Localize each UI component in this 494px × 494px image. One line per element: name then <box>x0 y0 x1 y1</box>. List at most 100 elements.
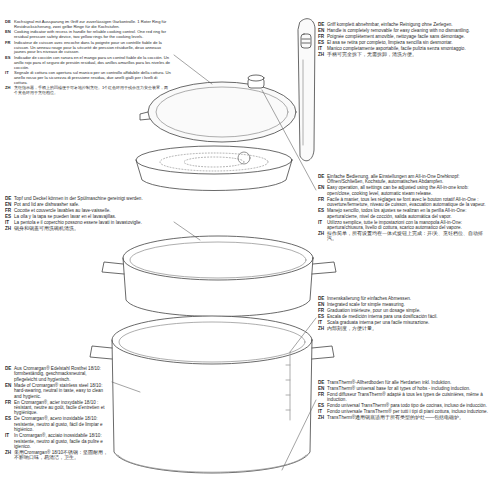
callout-block: DEGriff komplett abnehmbar, einfache Rei… <box>318 22 488 58</box>
language-row: ENCooking indicator with recess in handl… <box>5 30 171 40</box>
callout-block: DETransTherm®-Allherdboden für alle Herd… <box>318 380 488 421</box>
callout-text: Poignée complètement amovible, nettoyage… <box>327 34 488 39</box>
callout-block: DEKochsignal mit Aussparung im Griff zur… <box>5 20 171 97</box>
language-row: DETopf und Deckel können in der Spülmasc… <box>5 196 171 201</box>
language-code: EN <box>318 386 327 391</box>
language-code: IT <box>5 433 14 438</box>
callout-text: Facile à manier, tous les réglages se fo… <box>327 197 488 208</box>
leader-line <box>262 90 316 190</box>
language-row: ENIntegrated scale for simple measuring. <box>318 302 488 307</box>
language-row: FRPoignée complètement amovible, nettoya… <box>318 34 488 39</box>
language-row: ITSegnale di cottura con apertura sul ma… <box>5 71 171 86</box>
language-row: ITLa pentola e il coperchio possono esse… <box>5 220 171 225</box>
language-code: FR <box>318 308 327 313</box>
language-code: DE <box>318 174 327 179</box>
callout-text: TransTherm®通用锅底适用于所有类型的炉灶——包括电磁炉。 <box>327 415 488 420</box>
language-code: ZH <box>318 415 327 420</box>
large-pot-drawing <box>90 316 334 473</box>
callout-text: In Cromargan®, acciaio inossidabile 18/1… <box>14 433 109 449</box>
language-code: ES <box>318 403 327 408</box>
language-row: ESIndicador de cocción con ranura en el … <box>5 56 171 71</box>
language-row: FRFond diffuseur TransTherm® adapté à to… <box>318 392 488 403</box>
leader-lines <box>112 55 316 470</box>
callout-text: Graduation intérieure, pour un dosage si… <box>327 308 488 313</box>
language-row: FRCocotte et couvercle lavables au lave-… <box>5 208 171 213</box>
language-row: ESManejo sencillo, todos los ajustes se … <box>318 208 488 219</box>
callout-text: Indicador de cocción con ranura en el ma… <box>14 56 171 71</box>
callout-text: TransTherm® universal base for all types… <box>327 386 488 391</box>
handle-drawing <box>298 19 315 161</box>
callout-text: 采用Cromargan® 18/10不锈钢：坚固耐用，不影响口味，易清洁，卫生。 <box>14 450 109 461</box>
language-row: ITIn Cromargan®, acciaio inossidabile 18… <box>5 433 109 449</box>
language-row: ENMade of Cromargan® stainless steel 18/… <box>5 383 109 399</box>
callout-block: DEAus Cromargan® Edelstahl Rostfrei 18/1… <box>5 366 109 461</box>
language-code: EN <box>318 185 327 190</box>
language-code: IT <box>318 320 327 325</box>
leader-line <box>290 318 316 352</box>
language-code: DE <box>318 296 327 301</box>
callout-text: Aus Cromargan® Edelstahl Rostfrei 18/10:… <box>14 366 109 382</box>
callout-text: Topf und Deckel können in der Spülmaschi… <box>14 196 171 201</box>
language-row: FRGraduation intérieure, pour un dosage … <box>318 308 488 313</box>
callout-text: Innenskalierung für einfaches Abmessen. <box>327 296 488 301</box>
small-pot-drawing <box>102 236 336 317</box>
callout-text: 内部刻度，方便计量。 <box>327 326 488 331</box>
language-row: ESDe Cromargan®, acero inoxidable 18/10:… <box>5 416 109 432</box>
language-code: EN <box>318 302 327 307</box>
callout-text: La pentola e il coperchio possono essere… <box>14 220 171 225</box>
callout-text: Kochsignal mit Aussparung im Griff zur z… <box>14 20 171 30</box>
language-code: DE <box>318 22 327 27</box>
callout-block: DEEinfache Bedienung, alle Einstellungen… <box>318 174 488 242</box>
language-row: ITFondo universale TransTherm® per tutti… <box>318 409 488 414</box>
callout-text: 锅身和锅盖可用洗碗机清洗。 <box>14 226 171 231</box>
callout-text: De Cromargan®, acero inoxidable 18/10: r… <box>14 416 109 432</box>
language-code: ES <box>318 314 327 319</box>
language-row: ZH烹饪指示器，手柄上的凹槽便于可靠地控制烹饪。1个红色环用于残余压力安全装置，… <box>5 86 171 96</box>
language-code: FR <box>318 197 327 202</box>
callout-text: Manejo sencillo, todos los ajustes se re… <box>327 208 488 219</box>
language-row: DEKochsignal mit Aussparung im Griff zur… <box>5 20 171 30</box>
language-code: EN <box>5 30 14 35</box>
language-row: ZH锅身和锅盖可用洗碗机清洗。 <box>5 226 171 231</box>
callout-text: Handle is completely removable for easy … <box>327 28 488 33</box>
language-row: ENTransTherm® universal base for all typ… <box>318 386 488 391</box>
language-row: ZH手柄可完全拆下，无需拆卸，清洗方便。 <box>318 52 488 57</box>
language-code: IT <box>318 409 327 414</box>
leader-line <box>174 55 212 84</box>
language-code: ES <box>318 208 327 213</box>
callout-block: DEInnenskalierung für einfaches Abmessen… <box>318 296 488 332</box>
language-code: DE <box>5 20 14 25</box>
callout-text: 烹饪指示器，手柄上的凹槽便于可靠地控制烹饪。1个红色环用于残余压力安全装置，两个… <box>14 86 171 96</box>
callout-text: La olla y la tapa se pueden lavar en el … <box>14 214 171 219</box>
language-code: IT <box>5 220 14 225</box>
language-row: FREn Cromargan®, acier inoxydable 18/10 … <box>5 400 109 416</box>
callout-text: Utilizzo semplice, tutte le impostazioni… <box>327 220 488 231</box>
leader-line <box>174 222 200 240</box>
language-code: DE <box>318 380 327 385</box>
language-code: IT <box>5 71 14 76</box>
callout-text: Manico completamente asportabile, facile… <box>327 46 488 51</box>
language-code: IT <box>318 46 327 51</box>
callout-text: En Cromargan®, acier inoxydable 18/10 : … <box>14 400 109 416</box>
callout-text: Integrated scale for simple measuring. <box>327 302 488 307</box>
language-row: DEGriff komplett abnehmbar, einfache Rei… <box>318 22 488 27</box>
language-row: ZH操作简单，所有设置均在一体式旋钮上完成：开/关、烹饪档位、自动排汽。 <box>318 231 488 242</box>
language-row: ESEl asa se retira por completo, limpiez… <box>318 40 488 45</box>
language-code: ZH <box>5 450 14 455</box>
callout-text: 操作简单，所有设置均在一体式旋钮上完成：开/关、烹饪档位、自动排汽。 <box>327 231 488 242</box>
language-row: ITManico completamente asportabile, faci… <box>318 46 488 51</box>
callout-text: Indicateur de cuisson avec encoche dans … <box>14 41 171 56</box>
language-code: FR <box>5 41 14 46</box>
language-row: ITScala graduata interna per una facile … <box>318 320 488 325</box>
callout-text: Fondo universale TransTherm® per tutti i… <box>327 409 488 414</box>
language-row: ENPot and lid are dishwasher safe. <box>5 202 171 207</box>
language-row: FRIndicateur de cuisson avec encoche dan… <box>5 41 171 56</box>
leader-line <box>112 382 140 392</box>
language-row: ZH内部刻度，方便计量。 <box>318 326 488 331</box>
language-code: FR <box>318 34 327 39</box>
language-row: ENHandle is completely removable for eas… <box>318 28 488 33</box>
language-code: EN <box>5 202 14 207</box>
callout-text: 手柄可完全拆下，无需拆卸，清洗方便。 <box>327 52 488 57</box>
language-code: ZH <box>318 231 327 236</box>
language-code: ZH <box>5 226 14 231</box>
